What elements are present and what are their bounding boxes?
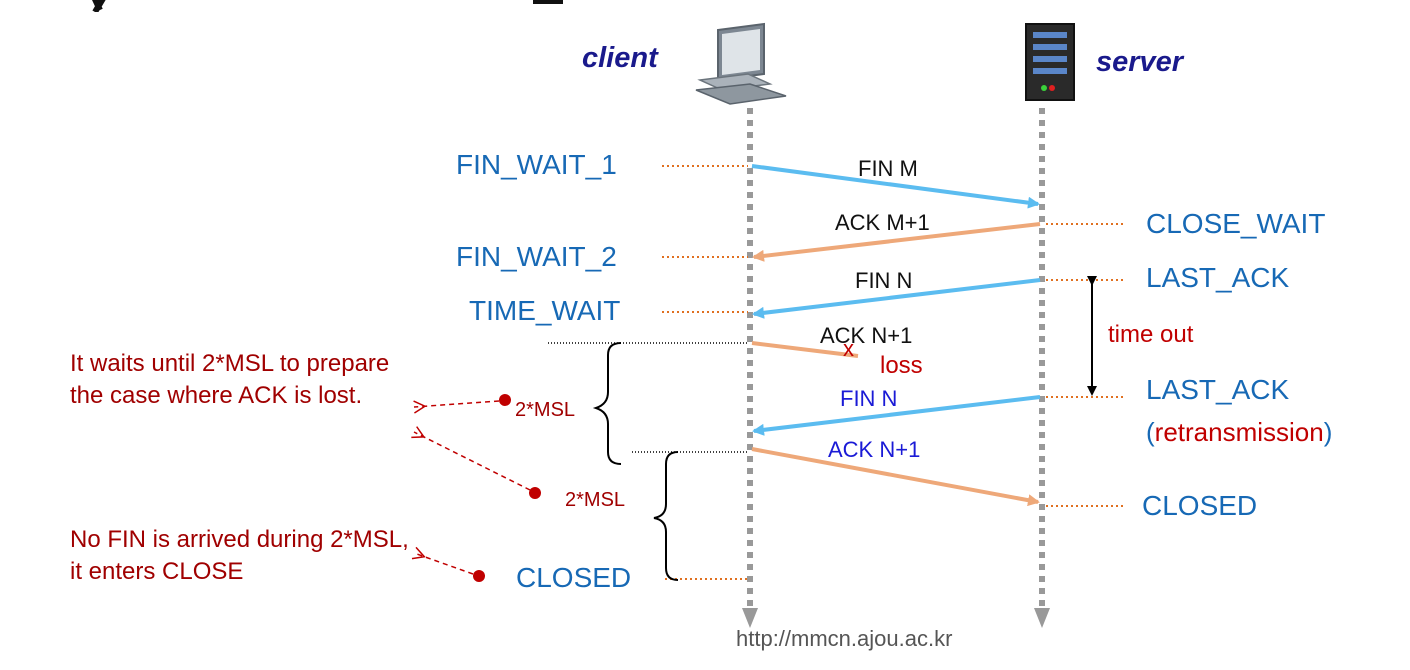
state-fin-wait-1: FIN_WAIT_1 — [456, 149, 617, 180]
state-server-closed: CLOSED — [1142, 490, 1258, 521]
computer-icon — [695, 22, 787, 105]
cropped-title — [92, 0, 563, 12]
state-close-wait: CLOSE_WAIT — [1146, 208, 1326, 239]
closed-dot — [473, 570, 485, 582]
pointer-closed — [414, 553, 474, 575]
title-letter-fragment — [92, 0, 106, 12]
loss-mark: x — [843, 336, 854, 361]
msl-1-label: 2*MSL — [515, 399, 576, 421]
state-client-closed: CLOSED — [516, 562, 632, 593]
msl-1-brace — [592, 342, 622, 465]
footer-url: http://mmcn.ajou.ac.kr — [736, 626, 953, 651]
title-underscore-fragment — [533, 0, 563, 4]
msg-ack-n1-retx: ACK N+1 — [828, 437, 921, 462]
arrow-fin-n — [752, 278, 1041, 319]
arrow-fin-m — [751, 164, 1040, 209]
msg-fin-n: FIN N — [855, 268, 913, 293]
pointer-msl-1 — [414, 400, 500, 407]
retransmission-label: (retransmission) — [1146, 417, 1333, 447]
msl-2-dot — [529, 487, 541, 499]
pointer-msl-2 — [414, 432, 531, 491]
msl-2-brace — [653, 451, 679, 581]
arrow-fin-n-retx — [752, 395, 1041, 436]
server-icon — [1025, 23, 1075, 101]
arrow-ack-m1 — [752, 222, 1041, 262]
msg-fin-n-retx: FIN N — [840, 386, 898, 411]
msg-fin-m: FIN M — [858, 156, 918, 181]
server-label: server — [1096, 46, 1184, 78]
state-last-ack-retx: LAST_ACK — [1146, 374, 1290, 405]
loss-label: loss — [880, 352, 923, 379]
msg-ack-m1: ACK M+1 — [835, 210, 930, 235]
client-label: client — [582, 42, 658, 74]
state-time-wait: TIME_WAIT — [469, 295, 621, 326]
note-wait: It waits until 2*MSL to prepare the case… — [70, 350, 390, 410]
msg-ack-n1: ACK N+1 — [820, 323, 913, 348]
msl-2-label: 2*MSL — [565, 489, 626, 511]
note-close: No FIN is arrived during 2*MSL, it enter… — [70, 526, 409, 586]
timeout-label: time out — [1108, 321, 1194, 348]
state-fin-wait-2: FIN_WAIT_2 — [456, 241, 617, 272]
arrow-ack-n1-retx — [751, 447, 1040, 507]
arrow-ack-n1-lost — [751, 341, 859, 358]
msl-1-dot — [499, 394, 511, 406]
state-last-ack: LAST_ACK — [1146, 262, 1290, 293]
